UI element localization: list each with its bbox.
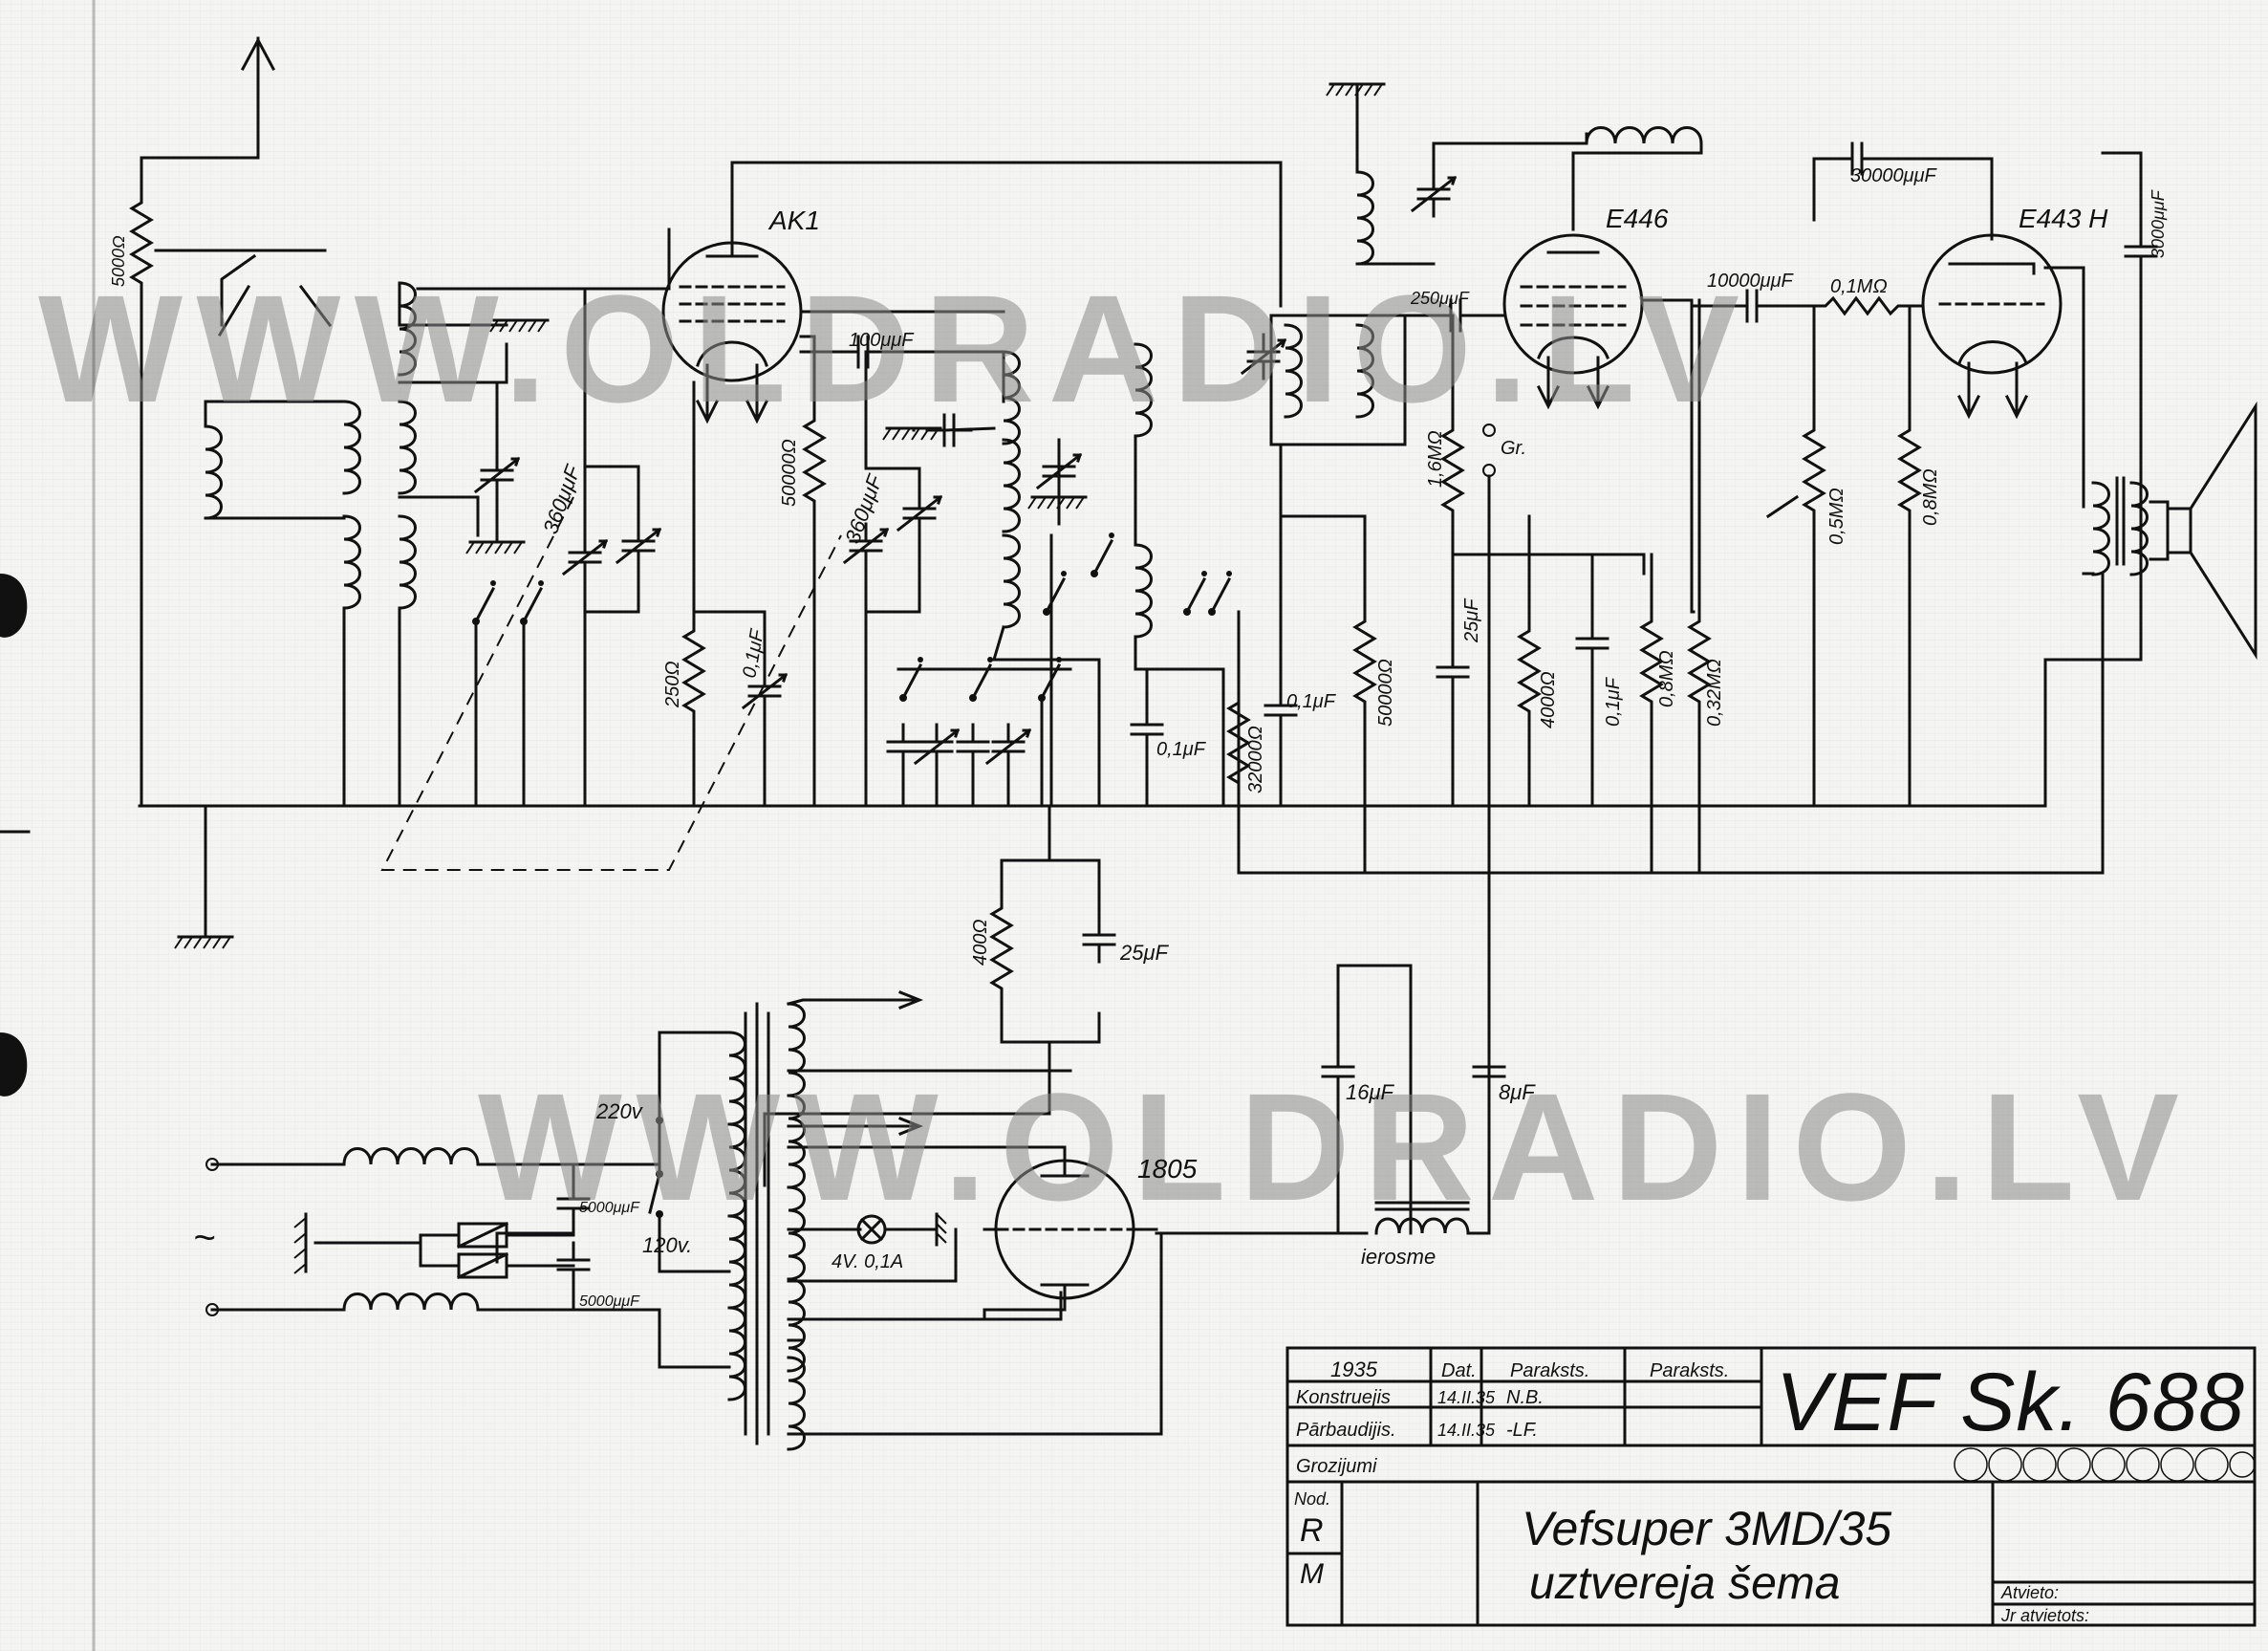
label-c-5000-a: 5000μμF [579, 1200, 640, 1216]
tb-year: 1935 [1330, 1358, 1378, 1381]
label-gr: Gr. [1501, 438, 1526, 459]
label-220v: 220v [595, 1099, 644, 1123]
tube-label-e443h: E443 H [2019, 204, 2108, 233]
tube-label-e446: E446 [1606, 204, 1669, 233]
label-r-032m: 0,32MΩ [1704, 659, 1725, 727]
label-r-32000: 32000Ω [1245, 726, 1266, 793]
tb-nod-r: R [1300, 1512, 1324, 1549]
tb-nod-m: M [1300, 1558, 1324, 1590]
tb-sig1: N.B. [1506, 1387, 1544, 1408]
tb-nod-label: Nod. [1294, 1489, 1330, 1509]
tb-date2: 14.II.35 [1437, 1421, 1496, 1440]
tb-title-line2: uztvereja šema [1529, 1558, 1840, 1609]
label-r-50000-b: 50000Ω [1375, 659, 1396, 727]
label-c-360-a: 360μμF [538, 461, 585, 537]
title-block: 1935 Dat. Paraksts. Paraksts. Konstrueji… [1285, 1346, 2257, 1627]
tb-drawing-number: VEF Sk. 688 [1776, 1357, 2244, 1448]
label-r-16m: 1,6MΩ [1425, 430, 1446, 488]
label-c-8u: 8μF [1499, 1080, 1536, 1104]
label-pot-5000: 5000Ω [109, 235, 128, 287]
tb-grozijumi: Grozijumi [1296, 1456, 1377, 1477]
tb-sig2: -LF. [1506, 1420, 1538, 1441]
tb-date1: 14.II.35 [1437, 1388, 1496, 1407]
label-c-30000: 30000μμF [1850, 165, 1938, 186]
label-r-01m: 0,1MΩ [1830, 276, 1888, 297]
label-c-16u: 16μF [1346, 1080, 1395, 1104]
label-c-01-c: 0,1μF [1286, 691, 1337, 712]
label-r-400: 400Ω [970, 919, 991, 966]
label-c-3000: 3000μμF [2149, 189, 2168, 258]
label-c-100: 100μμF [849, 330, 915, 351]
label-r-250: 250Ω [662, 661, 683, 708]
tb-row-parbaudijis: Pārbaudijis. [1296, 1420, 1396, 1441]
revision-circles [1954, 1447, 2256, 1482]
tb-col-paraksts2: Paraksts. [1650, 1360, 1729, 1381]
label-ac-symbol: ~ [193, 1217, 215, 1259]
tb-row-konstruejis: Konstruejis [1296, 1387, 1391, 1408]
tb-atvieto: Atvieto: [2000, 1583, 2059, 1602]
tb-jr-atvietots: Jr atvietots: [2000, 1606, 2089, 1625]
label-r-08m-a: 0,8MΩ [1656, 650, 1677, 707]
label-120v: 120v. [642, 1233, 692, 1257]
watermark-bottom: WWW.OLDRADIO.LV [478, 1061, 2179, 1232]
label-r-4000: 4000Ω [1538, 671, 1559, 728]
label-lamp: 4V. 0,1A [832, 1251, 903, 1272]
label-c-01-b: 0,1μF [1156, 739, 1207, 760]
label-c-5000-b: 5000μμF [579, 1293, 640, 1310]
label-pot-05m: 0,5MΩ [1826, 488, 1847, 545]
tube-label-1805: 1805 [1137, 1154, 1198, 1184]
label-c-01-d: 0,1μF [1603, 676, 1624, 727]
watermark-top: WWW.OLDRADIO.LV [38, 263, 1739, 434]
tb-title-line1: Vefsuper 3MD/35 [1522, 1502, 1891, 1555]
label-r-50000-a: 50000Ω [779, 439, 800, 507]
tb-col-paraksts: Paraksts. [1510, 1360, 1589, 1381]
label-c-10000: 10000μμF [1707, 271, 1795, 292]
label-c-25u-b: 25μF [1119, 941, 1170, 965]
label-r-08m-b: 0,8MΩ [1920, 468, 1941, 526]
label-choke: ierosme [1361, 1245, 1436, 1269]
tube-label-ak1: AK1 [767, 206, 820, 235]
label-c-250: 250μμF [1410, 289, 1470, 308]
tb-col-dat: Dat. [1441, 1360, 1477, 1381]
label-c-25u-a: 25μF [1461, 597, 1482, 643]
